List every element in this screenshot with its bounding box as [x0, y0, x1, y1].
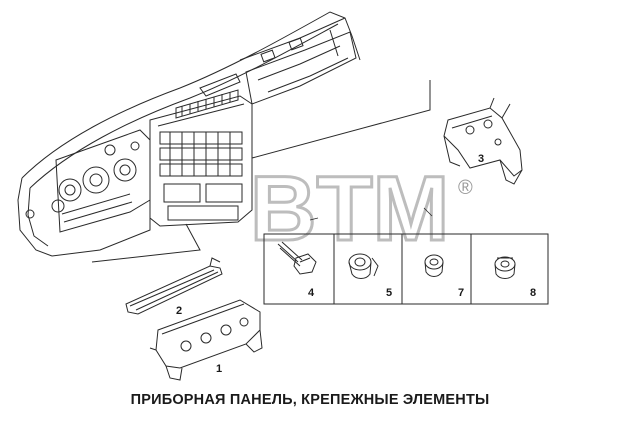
part-3-bracket	[443, 97, 523, 185]
registered-mark: ®	[458, 177, 473, 199]
part-number-2: 2	[176, 305, 182, 317]
dashboard-assembly	[17, 11, 431, 263]
leader-lines	[309, 207, 433, 221]
diagram-caption: ПРИБОРНАЯ ПАНЕЛЬ, КРЕПЕЖНЫЕ ЭЛЕМЕНТЫ	[130, 392, 490, 408]
part-5-grommet	[348, 253, 379, 279]
part-number-7: 7	[458, 287, 464, 299]
part-number-8: 8	[530, 287, 536, 299]
part-4-bolt	[277, 241, 317, 275]
watermark: BTM ®	[249, 157, 474, 262]
part-7-nut	[424, 254, 444, 277]
part-8-nut	[494, 256, 516, 279]
part-number-3: 3	[478, 153, 484, 165]
fastener-boxes	[263, 233, 549, 305]
part-number-4: 4	[308, 287, 315, 299]
part-number-5: 5	[386, 287, 392, 299]
part-1-bracket	[149, 299, 263, 381]
watermark-text: BTM	[250, 158, 449, 260]
part-number-1: 1	[216, 363, 222, 375]
part-2-strip	[125, 257, 223, 315]
